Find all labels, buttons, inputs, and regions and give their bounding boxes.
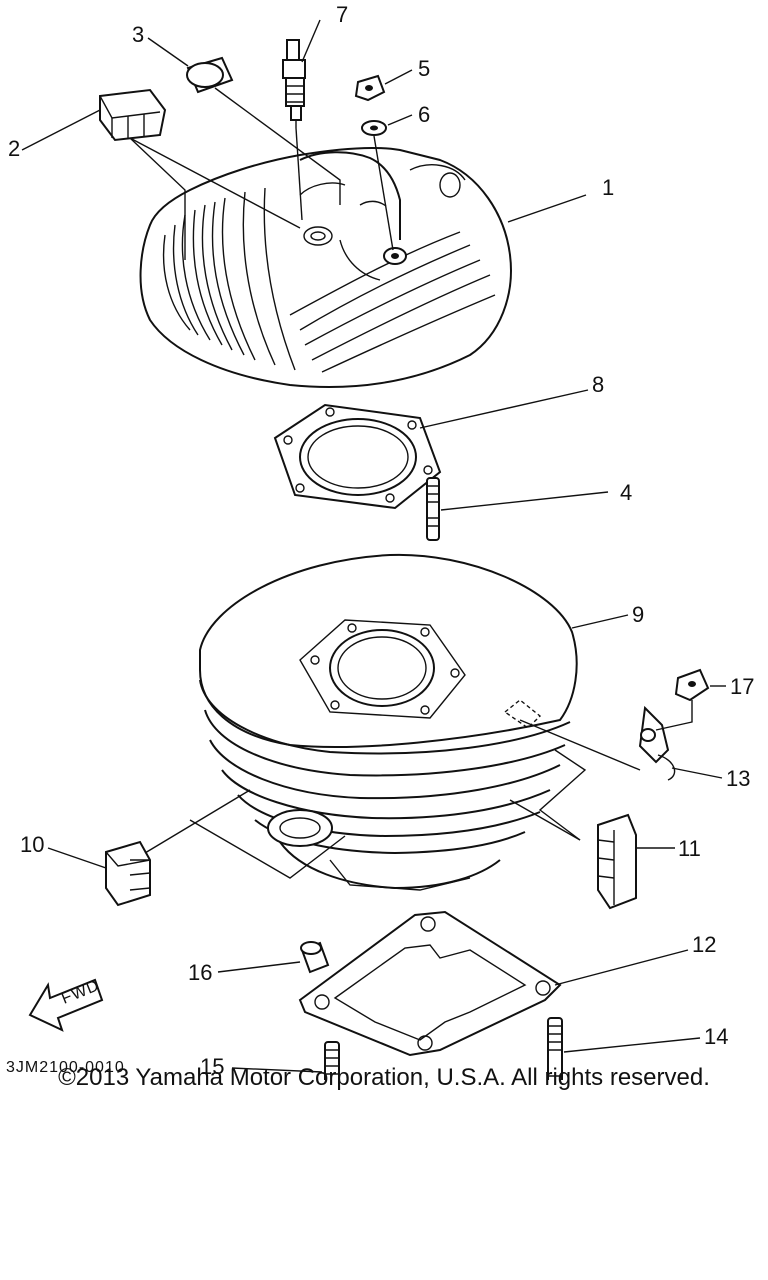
part-number-16: 16 [188, 960, 212, 985]
part-number-12: 12 [692, 932, 716, 957]
spark-plug-part-7 [282, 39, 306, 128]
part-number-8: 8 [592, 372, 604, 397]
stud-part-14 [547, 1017, 701, 1080]
copyright-notice: ©2013 Yamaha Motor Corporation, U.S.A. A… [58, 1064, 710, 1091]
nut-part-17 [655, 668, 726, 731]
part-number-10: 10 [20, 832, 44, 857]
part-number-14: 14 [704, 1024, 728, 1049]
cap-part-3 [186, 56, 234, 94]
head-gasket-part-8 [273, 389, 589, 510]
part-number-2: 2 [8, 136, 20, 161]
stud-part-15 [231, 1041, 340, 1080]
part-number-13: 13 [726, 766, 750, 791]
diagram-canvas: FWD 3JM2100-0010 1 2 3 4 5 6 7 8 9 10 11… [6, 2, 754, 1080]
nut-part-5 [354, 74, 386, 102]
part-number-9: 9 [632, 602, 644, 627]
fwd-arrow-icon: FWD [28, 977, 104, 1032]
damper-part-11 [509, 749, 675, 910]
cylinder-head [139, 146, 512, 388]
cylinder-part-9 [199, 553, 629, 891]
part-number-6: 6 [418, 102, 430, 127]
leader-lines-head [21, 19, 587, 260]
part-number-15: 15 [200, 1054, 224, 1079]
base-gasket-part-12 [298, 910, 689, 1057]
part-number-4: 4 [620, 480, 632, 505]
part-number-labels: 1 2 3 4 5 6 7 8 9 10 11 12 13 14 15 16 1… [8, 2, 754, 1079]
bracket-part-13 [519, 705, 723, 781]
part-number-7: 7 [336, 2, 348, 27]
washer-part-6 [361, 120, 387, 136]
drawing-code: 3JM2100-0010 [6, 1059, 125, 1076]
part-number-5: 5 [418, 56, 430, 81]
stud-part-4 [426, 477, 609, 541]
part-number-1: 1 [602, 175, 614, 200]
damper-part-10 [47, 789, 346, 907]
damper-part-2 [99, 88, 167, 142]
part-number-3: 3 [132, 22, 144, 47]
plug-part-16 [217, 941, 330, 974]
part-number-17: 17 [730, 674, 754, 699]
part-number-11: 11 [678, 836, 701, 861]
